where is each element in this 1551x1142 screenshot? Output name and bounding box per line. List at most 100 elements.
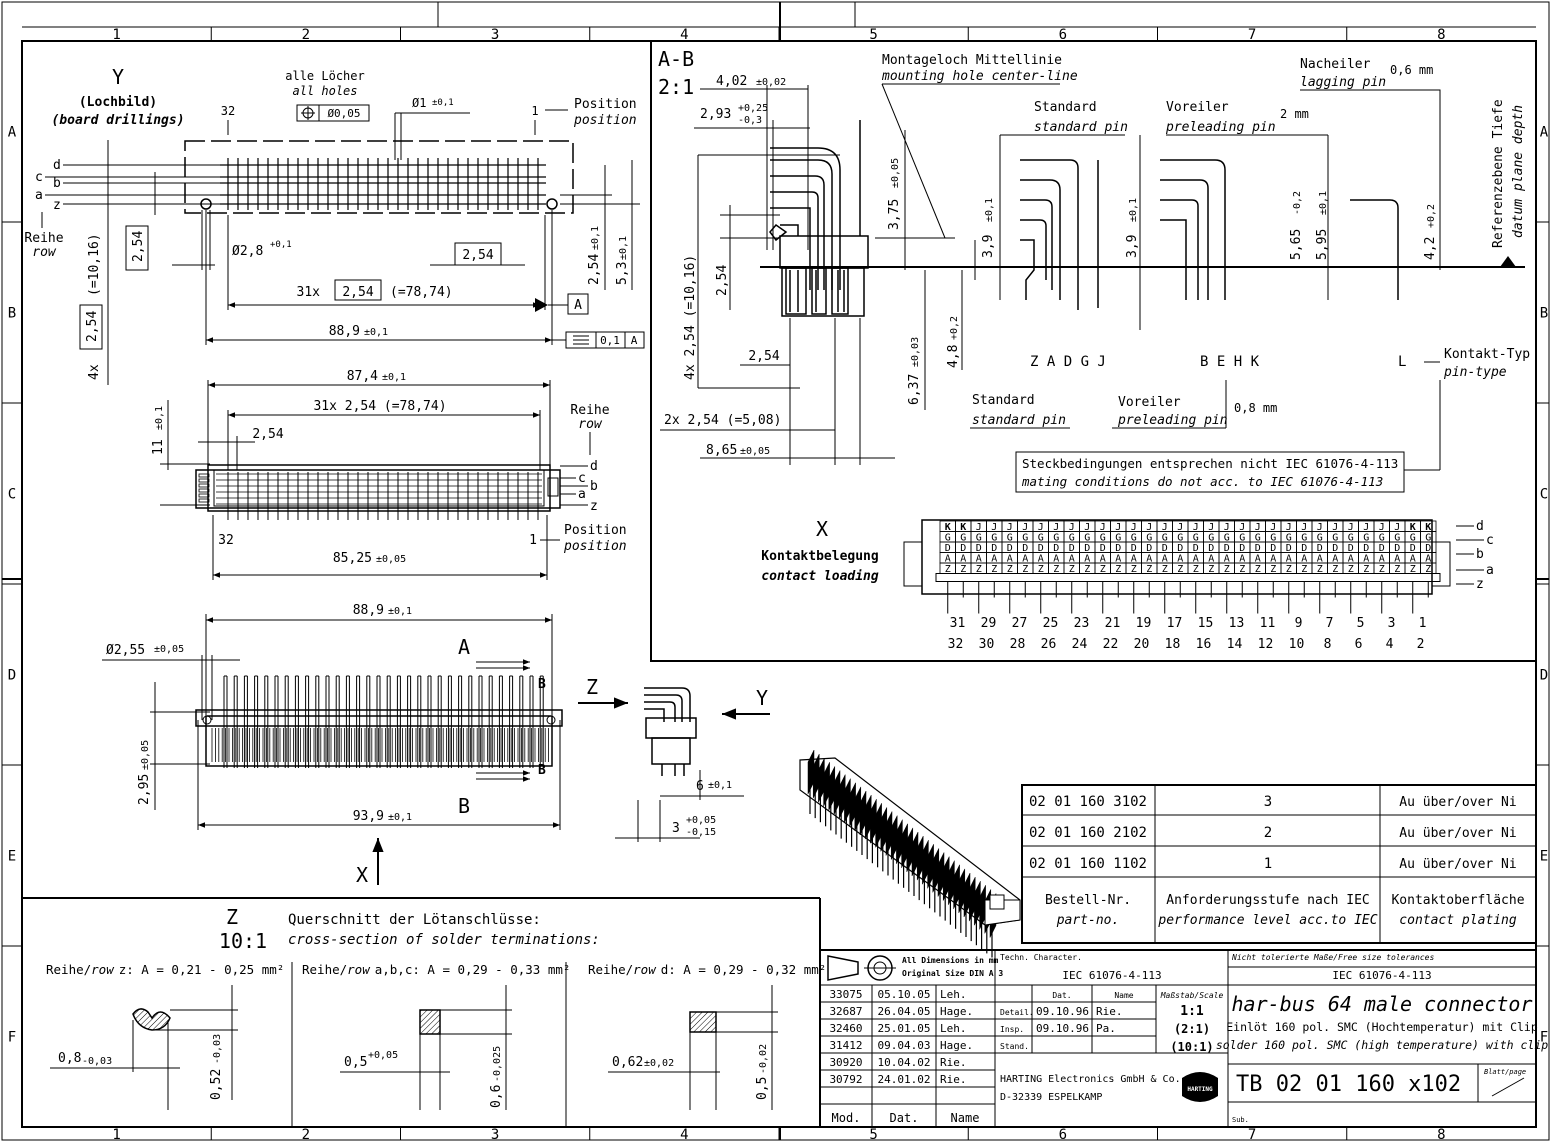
connector-top-view: 87,4 ±0,1 31x 2,54 (=78,74) 2,54 11 ±0,1… [151, 369, 627, 580]
contact-cell: D [1239, 543, 1245, 554]
sec-dim-293-dn: -0,3 [738, 115, 762, 126]
header-level-de: Anforderungsstufe nach IEC [1166, 893, 1370, 908]
rev-date: 25.01.05 [878, 1022, 931, 1035]
front-dim-889-tol: ±0,1 [388, 606, 412, 617]
pin-group-lagging: L [1398, 354, 1406, 370]
company-name: HARTING Electronics GmbH & Co. KG [1000, 1074, 1199, 1085]
tolerance-value: IEC 61076-4-113 [1332, 969, 1431, 982]
contact-cell: D [1410, 543, 1416, 554]
contact-cell: A [1084, 554, 1090, 565]
grid-row-left: C [8, 487, 16, 503]
contact-cell: D [1100, 543, 1106, 554]
side-view-y: Y [756, 686, 768, 710]
rev-date: 10.04.02 [878, 1056, 931, 1069]
contact-cell: D [1069, 543, 1075, 554]
contact-label-odd: 29 [981, 616, 997, 631]
contact-cell: J [1146, 522, 1152, 533]
contact-row-label: d [1476, 519, 1484, 534]
grid-row-right: D [1540, 668, 1548, 684]
contact-cell: J [1007, 522, 1013, 533]
contact-label-even: 16 [1196, 637, 1212, 652]
view-y-dim-31x-suffix: (=78,74) [390, 285, 453, 300]
contact-cell: A [1255, 554, 1261, 565]
contact-cell: A [1348, 554, 1354, 565]
contact-cell: J [1239, 522, 1245, 533]
contact-cell: Z [1363, 564, 1369, 575]
grid-col-top: 5 [869, 27, 877, 43]
sec-dim-637: 6,37 [907, 374, 922, 405]
contact-cell: G [1394, 533, 1400, 544]
header-part-de: Bestell-Nr. [1045, 893, 1131, 908]
contact-cell: J [976, 522, 982, 533]
z-height: 0,52 [209, 1069, 224, 1100]
abc-width-tol: +0,05 [368, 1050, 398, 1061]
contact-loading-de: Kontaktbelegung [761, 549, 878, 564]
front-dim-phi255-tol: ±0,05 [154, 644, 184, 655]
contact-cell: G [1224, 533, 1230, 544]
contact-cell: J [1115, 522, 1121, 533]
contact-cell: G [1286, 533, 1292, 544]
grid-col-top: 4 [680, 27, 688, 43]
contact-label-even: 10 [1289, 637, 1305, 652]
contact-cell: D [1224, 543, 1230, 554]
contact-cell: Z [1239, 564, 1245, 575]
view-y-dim-31x-prefix: 31x [297, 285, 321, 300]
contact-cell: J [1363, 522, 1369, 533]
contact-cell: D [1053, 543, 1059, 554]
sec-dim-39b: 3,9 [1125, 235, 1140, 258]
z-width: 0,8 [58, 1051, 81, 1066]
svg-text:B: B [538, 677, 546, 692]
top-view-pin-grid [198, 472, 559, 520]
plating-2: Au über/over Ni [1399, 826, 1516, 841]
contact-cell: Z [976, 564, 982, 575]
contact-cell: K [1425, 522, 1431, 533]
contact-label-odd: 27 [1012, 616, 1028, 631]
contact-label-even: 18 [1165, 637, 1181, 652]
sec-mount-de: Montageloch Mittellinie [882, 53, 1062, 68]
grid-row-right: E [1540, 849, 1548, 865]
abc-height-tol: -0,025 [492, 1046, 503, 1082]
rev-number: 30920 [829, 1056, 862, 1069]
insp-label: Insp. [1000, 1025, 1024, 1034]
contact-cell: Z [1224, 564, 1230, 575]
contact-cell: G [1146, 533, 1152, 544]
contact-cell: J [1053, 522, 1059, 533]
mating-note-en: mating conditions do not acc. to IEC 610… [1021, 474, 1383, 489]
harting-logo-text: HARTING [1187, 1086, 1213, 1093]
rev-name: Hage. [940, 1005, 973, 1018]
contact-cell: A [1208, 554, 1214, 565]
top-position-en: position [563, 539, 627, 554]
sec-dim-293: 2,93 [700, 107, 731, 122]
contact-cell: D [945, 543, 951, 554]
contact-cell: G [1317, 533, 1323, 544]
contact-cell: D [1348, 543, 1354, 554]
drawing-number: TB 02 01 160 x102 [1236, 1072, 1461, 1097]
level-1: 3 [1264, 794, 1272, 810]
sec-dim-4x: 4x 2,54 (=10,16) [683, 255, 698, 380]
contact-label-even: 20 [1134, 637, 1150, 652]
contact-cell: G [1425, 533, 1431, 544]
contact-cell: A [1193, 554, 1199, 565]
contact-cell: G [1379, 533, 1385, 544]
sec-dim-865-tol: ±0,05 [740, 446, 770, 457]
contact-cell: J [1131, 522, 1137, 533]
view-y-dim-254-r-tol: ±0,1 [590, 226, 601, 250]
grid-row-right: B [1540, 306, 1548, 322]
contact-label-even: 24 [1072, 637, 1088, 652]
contact-cell: J [1394, 522, 1400, 533]
flatness-value: 0,1 [600, 334, 620, 347]
sec-dim-42-tol: +0,2 [1426, 204, 1437, 228]
sec-dim-39b-tol: ±0,1 [1128, 198, 1139, 222]
all-holes-en: all holes [292, 84, 357, 98]
grid-col-bottom: 5 [869, 1127, 877, 1142]
sec-ref-en: datum plane depth [1511, 105, 1526, 238]
section-a-b-panel: A-B 2:1 4,02 ±0,02 2,93 +0,25 -0,3 2,54 … [650, 40, 1537, 662]
contact-label-odd: 31 [950, 616, 966, 631]
contact-label-even: 6 [1355, 637, 1363, 652]
sec-dim-402: 4,02 [716, 74, 747, 89]
contact-cell: A [1007, 554, 1013, 565]
rev-name: Rie. [940, 1056, 967, 1069]
contact-cell: Z [1069, 564, 1075, 575]
top-pos-32: 32 [218, 533, 234, 548]
